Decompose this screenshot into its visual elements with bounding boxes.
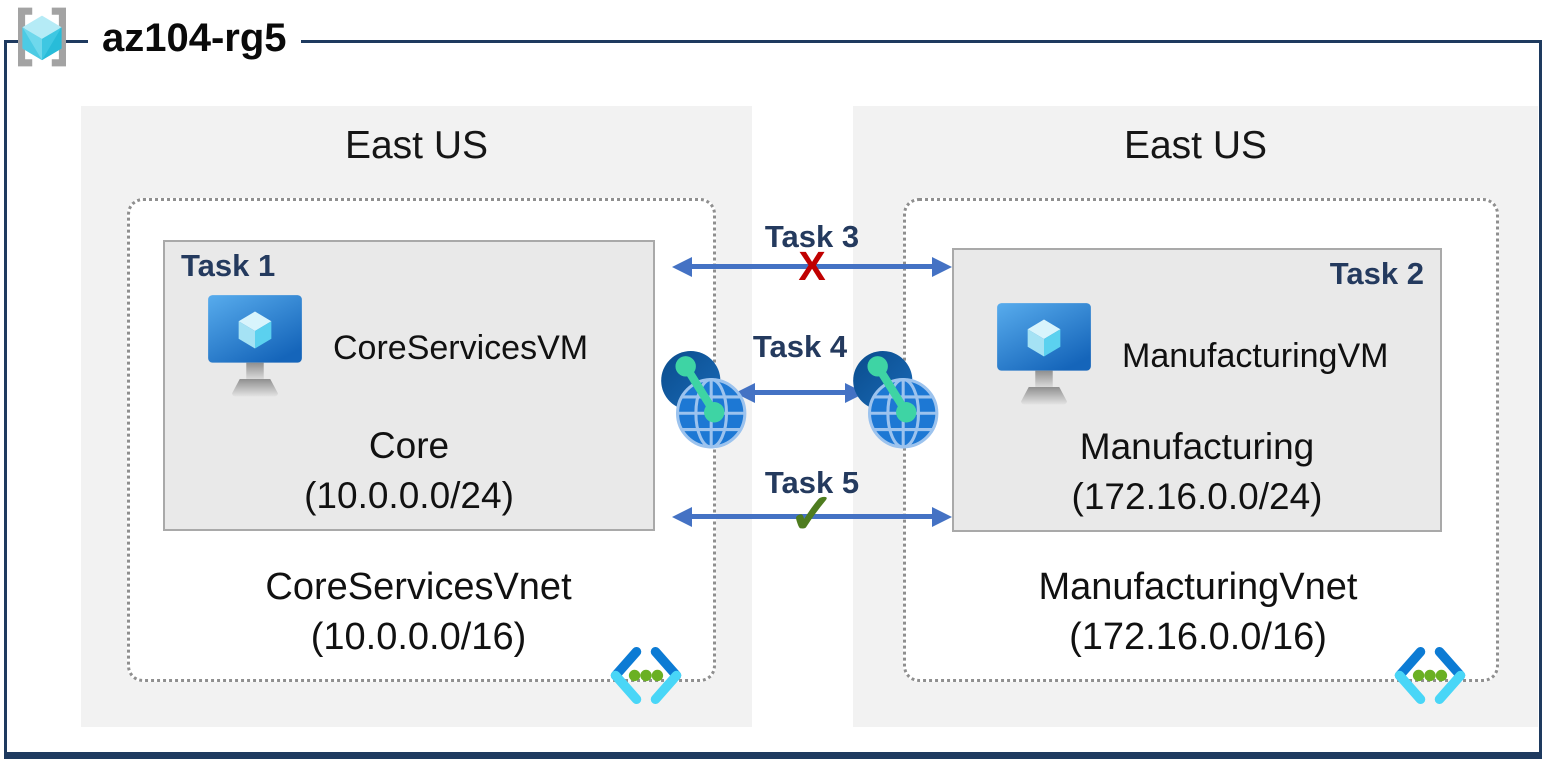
subnet-cidr-manufacturing: (172.16.0.0/24) — [1071, 476, 1323, 517]
check-icon: ✓ — [788, 482, 836, 545]
resource-group-frame — [4, 40, 1542, 759]
vnet-cidr-manufacturing: (172.16.0.0/16) — [1069, 616, 1327, 658]
virtual-network-icon — [606, 646, 686, 705]
resource-group-title: az104-rg5 — [88, 12, 301, 64]
vnet-peering-icon — [847, 350, 941, 450]
task1-label: Task 1 — [181, 248, 276, 283]
subnet-box-core: Task 1 CoreServicesVM — [163, 240, 655, 531]
vnet-name-block-coreservices: CoreServicesVnet (10.0.0.0/16) — [127, 562, 710, 662]
vnet-name-manufacturing: ManufacturingVnet — [1038, 566, 1358, 608]
subnet-box-manufacturing: Task 2 ManufacturingVM — [952, 248, 1442, 532]
arrow-line — [686, 264, 938, 269]
subnet-name-manufacturing: Manufacturing — [1079, 426, 1315, 467]
vnet-name-coreservices: CoreServicesVnet — [265, 566, 572, 608]
region-label-right: East US — [1123, 124, 1268, 167]
subnet-name-core: Core — [368, 425, 450, 466]
vm-row-manufacturing: ManufacturingVM — [996, 302, 1426, 411]
task4-arrow — [735, 383, 865, 403]
arrow-right-head — [932, 507, 952, 527]
connection-task3: Task 3 X — [672, 220, 952, 300]
virtual-machine-icon — [997, 303, 1091, 405]
task5-arrow — [672, 507, 952, 527]
vm-name-core: CoreServicesVM — [333, 329, 589, 367]
subnet-name-block-core: Core (10.0.0.0/24) — [165, 421, 653, 521]
blocked-x-icon: X — [798, 243, 826, 289]
task3-label: Task 3 — [764, 219, 860, 254]
arrow-left-head — [672, 257, 692, 277]
vnet-cidr-coreservices: (10.0.0.0/16) — [310, 616, 527, 658]
arrow-line — [686, 514, 938, 519]
vm-row-core: CoreServicesVM — [207, 294, 639, 403]
connection-task4: Task 4 — [735, 330, 865, 420]
task4-label: Task 4 — [752, 329, 848, 364]
arrow-right-head — [932, 257, 952, 277]
virtual-machine-icon — [208, 295, 302, 397]
vnet-name-block-manufacturing: ManufacturingVnet (172.16.0.0/16) — [903, 562, 1493, 662]
vnet-peering-icon — [655, 350, 749, 450]
task5-label: Task 5 — [764, 465, 860, 500]
vm-name-manufacturing: ManufacturingVM — [1122, 337, 1389, 375]
subnet-cidr-core: (10.0.0.0/24) — [304, 475, 514, 516]
subnet-name-block-manufacturing: Manufacturing (172.16.0.0/24) — [954, 422, 1440, 522]
virtual-network-icon — [1390, 646, 1470, 705]
connection-task5: Task 5 ✓ — [672, 466, 952, 556]
arrow-left-head — [672, 507, 692, 527]
task2-label: Task 2 — [1329, 256, 1424, 291]
task3-arrow — [672, 257, 952, 277]
region-label-left: East US — [344, 124, 489, 167]
arrow-line — [749, 390, 851, 395]
resource-group-icon — [10, 5, 74, 69]
